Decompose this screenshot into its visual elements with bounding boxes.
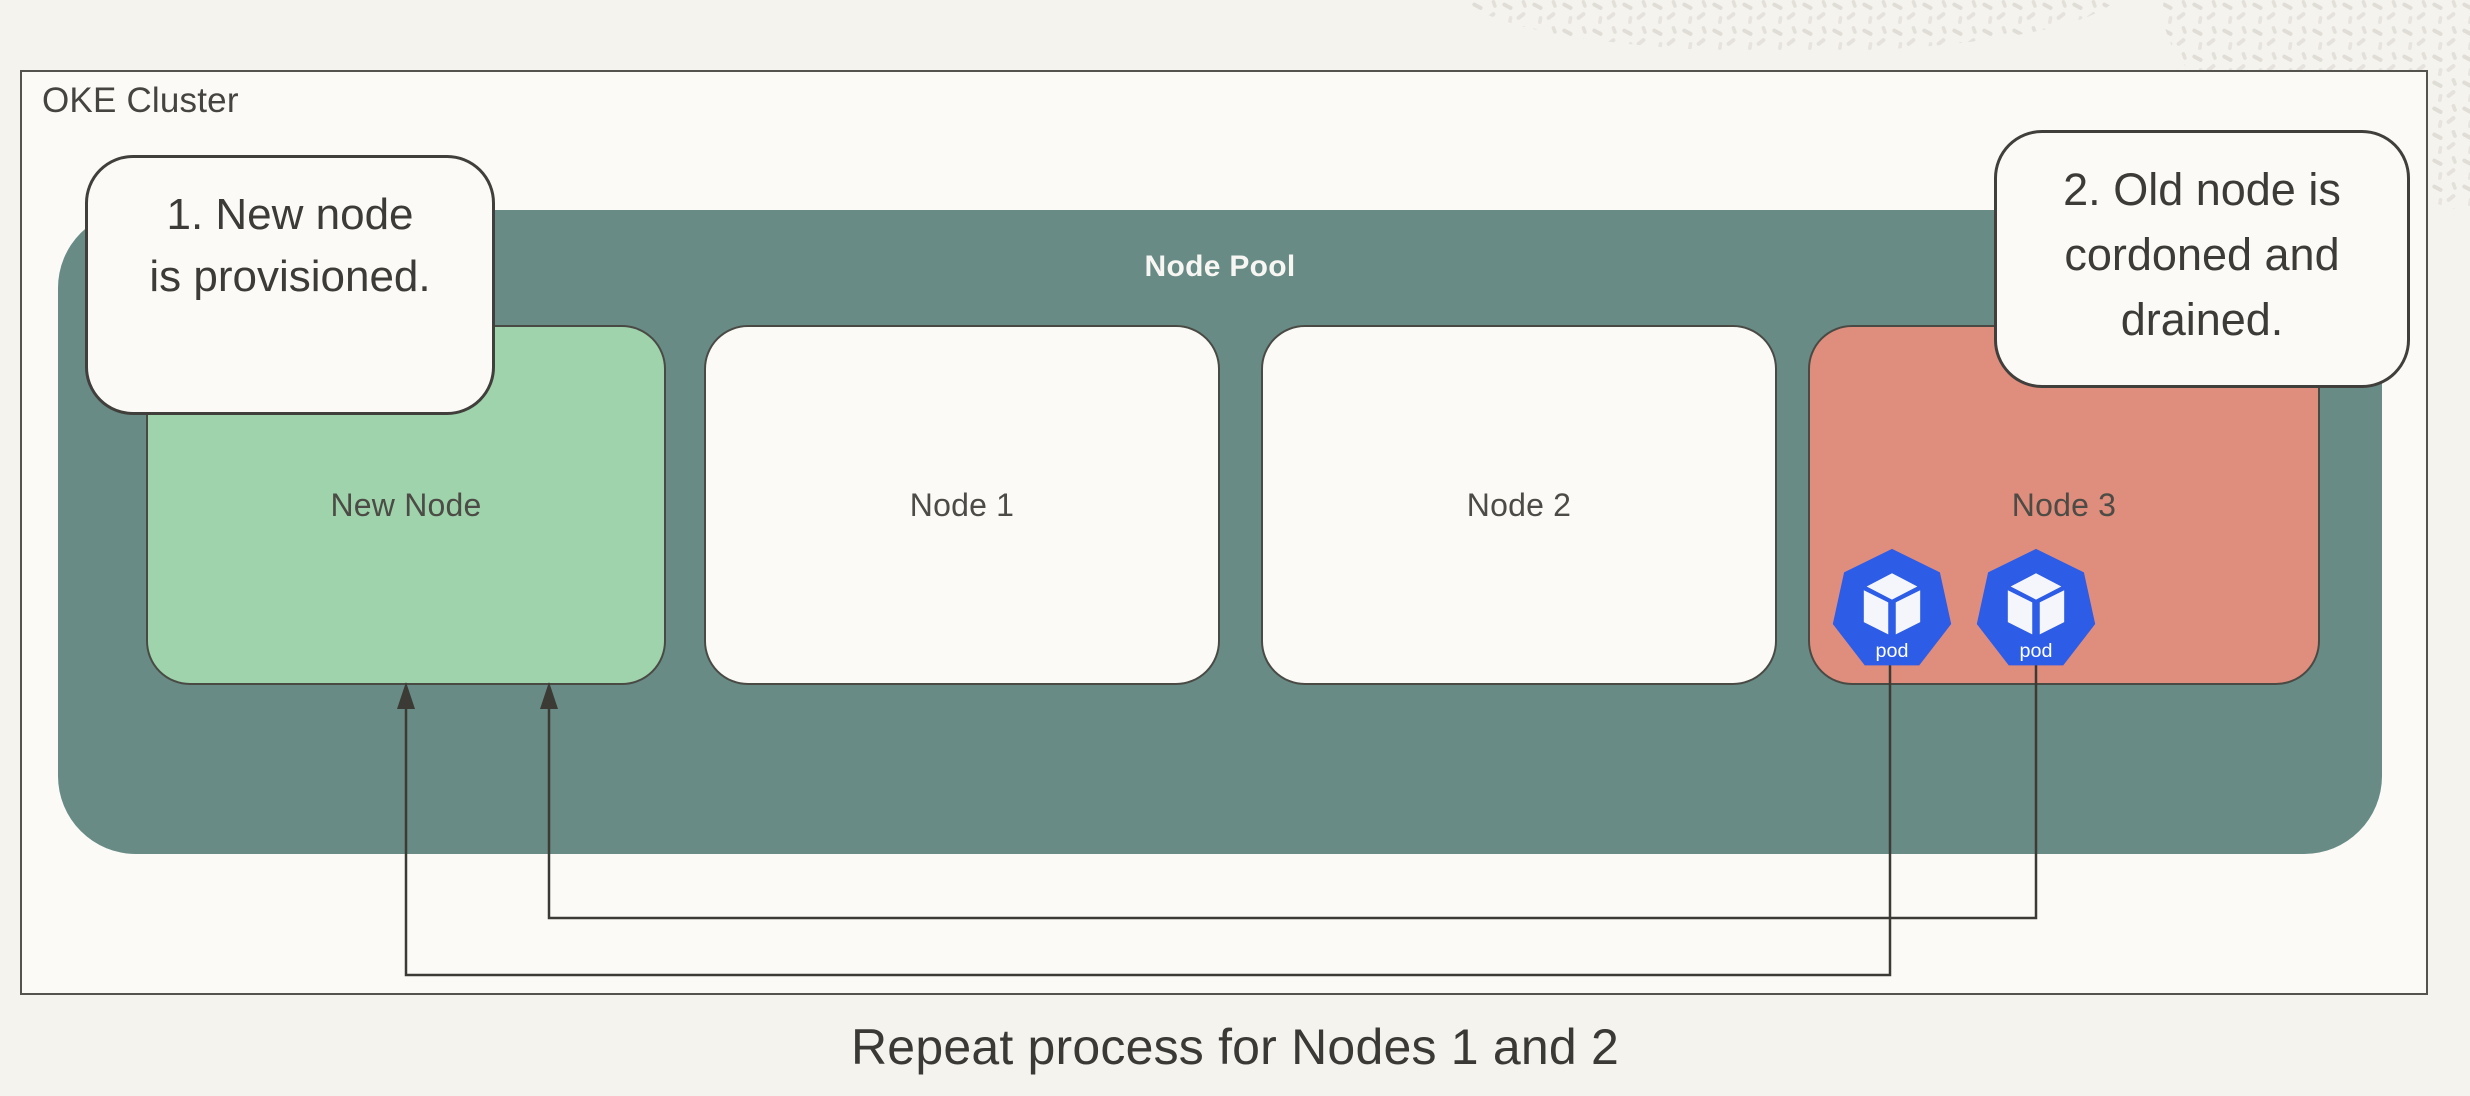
diagram-caption: Repeat process for Nodes 1 and 2 — [851, 1019, 1619, 1075]
callout-new-node-provisioned: 1. New node is provisioned. — [85, 155, 495, 415]
node-card-node-1: Node 1 — [704, 325, 1220, 685]
kubernetes-pod-icon: pod — [1970, 547, 2102, 671]
kubernetes-pod-icon: pod — [1826, 547, 1958, 671]
node-label: Node 3 — [2011, 486, 2117, 523]
oke-cluster-label: OKE Cluster — [42, 81, 239, 120]
callout-old-node-cordoned: 2. Old node is cordoned and drained. — [1994, 130, 2410, 388]
node-pool-label: Node Pool — [1144, 250, 1296, 283]
pod-label: pod — [1876, 640, 1909, 662]
node-label: Node 2 — [1466, 486, 1572, 523]
pod-label: pod — [2020, 640, 2053, 662]
callout-text-line: is provisioned. — [149, 252, 431, 301]
callout-text-line: drained. — [2120, 294, 2284, 345]
callout-text-line: cordoned and — [2064, 229, 2340, 280]
callout-text-line: 1. New node — [166, 190, 414, 239]
callout-text-line: 2. Old node is — [2063, 164, 2341, 215]
node-label: Node 1 — [909, 486, 1015, 523]
node-card-node-2: Node 2 — [1261, 325, 1777, 685]
node-label: New Node — [330, 486, 482, 523]
